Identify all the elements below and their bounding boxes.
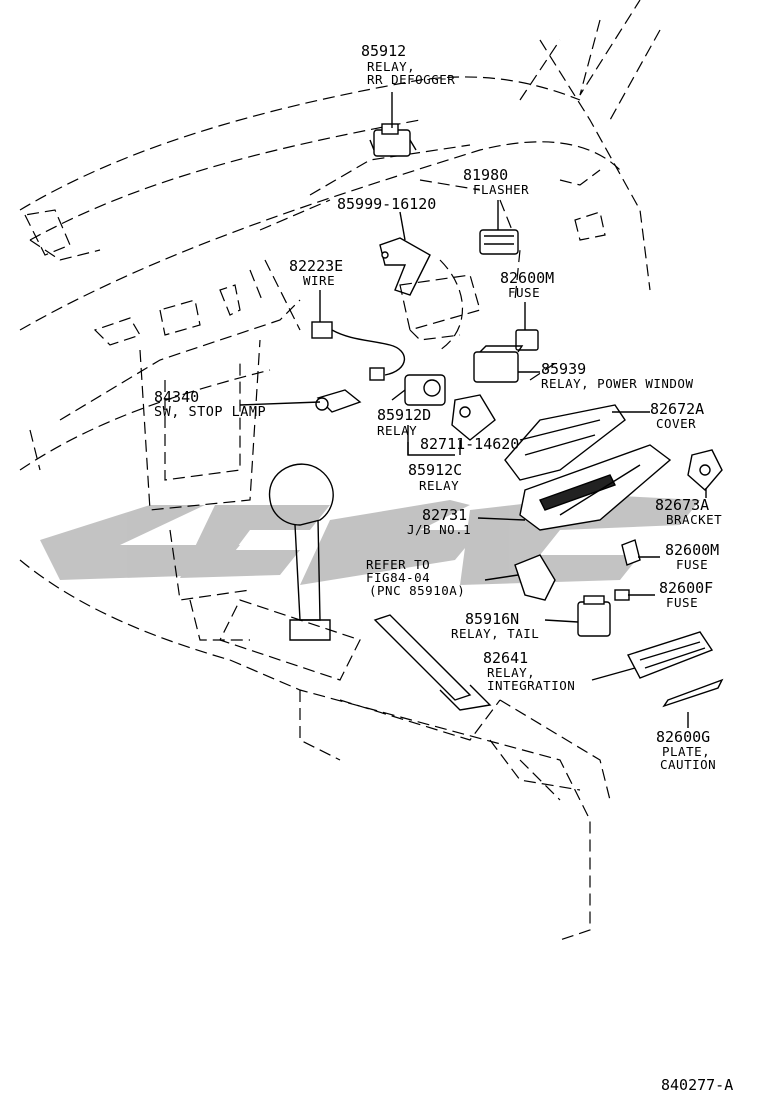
label-84340-name: SW, STOP LAMP: [154, 404, 267, 420]
figure-code: 840277-A: [661, 1076, 734, 1094]
label-82673a-name: BRACKET: [666, 512, 723, 527]
label-85916n-part-no: 85916N: [465, 610, 520, 628]
label-82223e-part-no: 82223E: [289, 257, 344, 275]
label-82641-part-no: 82641: [483, 649, 529, 667]
label-82672a-part-no: 82672A: [650, 400, 705, 418]
caution-plate-part: [662, 678, 724, 708]
label-85939-name: RELAY, POWER WINDOW: [541, 376, 694, 391]
relay-power-window-part: [473, 345, 524, 383]
label-85912c-part-no: 85912C: [408, 461, 463, 479]
relay-d-part: [404, 374, 446, 406]
label-82673a-part-no: 82673A: [655, 496, 710, 514]
fuse-top-part: [515, 329, 539, 351]
refer-relay-part: [514, 554, 556, 601]
label-refer-line1: REFER TO: [366, 557, 431, 572]
stop-lamp-switch-part: [315, 389, 362, 413]
shift-lever: [219, 463, 361, 681]
label-82600f-name: FUSE: [666, 595, 699, 610]
label-85916n-name: RELAY, TAIL: [451, 626, 540, 641]
label-refer-line3: (PNC 85910A): [369, 583, 466, 598]
label-82731-name: J/B NO.1: [407, 522, 472, 537]
label-82600g-part-no: 82600G: [656, 728, 711, 746]
label-85912d-name: RELAY: [377, 423, 418, 438]
label-82600m-mid-part-no: 82600M: [665, 541, 720, 559]
relay-tail-part: [577, 595, 611, 637]
relay-integration-part: [626, 631, 714, 679]
wire-part: [311, 321, 406, 381]
label-85912-name-2: RR DEFOGGER: [367, 72, 456, 87]
label-82223e-name: WIRE: [303, 273, 336, 288]
label-82641-name-2: INTEGRATION: [487, 678, 576, 693]
label-82600g-name-1: PLATE,: [662, 744, 711, 759]
leader-lines: [239, 92, 707, 728]
bracket-82673a-part: [687, 449, 723, 491]
fuse-mid-part: [621, 539, 641, 566]
label-82641-name-1: RELAY,: [487, 665, 536, 680]
label-82731-part-no: 82731: [422, 506, 468, 524]
label-refer-line2: FIG84-04: [366, 570, 431, 585]
label-82600g-name-2: CAUTION: [660, 757, 717, 772]
flasher-part: [479, 229, 519, 255]
label-82600m-top-part-no: 82600M: [500, 269, 555, 287]
label-85999-part-no: 85999-16120: [337, 195, 437, 213]
label-85912-part-no: 85912: [361, 42, 407, 60]
relay-rr-defogger-part: [369, 123, 417, 157]
label-85912c-name: RELAY: [419, 478, 460, 493]
dashboard-outline: [19, 0, 661, 941]
bracket-part: [379, 237, 431, 296]
label-85912d-part-no: 85912D: [377, 406, 432, 424]
label-81980-part-no: 81980: [463, 166, 509, 184]
junction-block-part: [519, 444, 672, 531]
label-82672a-name: COVER: [656, 416, 697, 431]
cover-part: [504, 404, 626, 481]
label-82600m-top-name: FUSE: [508, 285, 541, 300]
label-85939-part-no: 85939: [541, 360, 587, 378]
label-82711-part-no: 82711-14620: [420, 435, 520, 453]
relay-c-part: [451, 394, 496, 441]
label-82600m-mid-name: FUSE: [676, 557, 709, 572]
label-82600f-part-no: 82600F: [659, 579, 714, 597]
relay-block-part: [399, 274, 481, 341]
parking-brake-lever: [373, 614, 492, 711]
fuse-f-part: [614, 589, 630, 601]
label-81980-name: FLASHER: [473, 182, 530, 197]
label-85912-name-1: RELAY,: [367, 59, 416, 74]
label-84340-part-no: 84340: [154, 388, 200, 406]
